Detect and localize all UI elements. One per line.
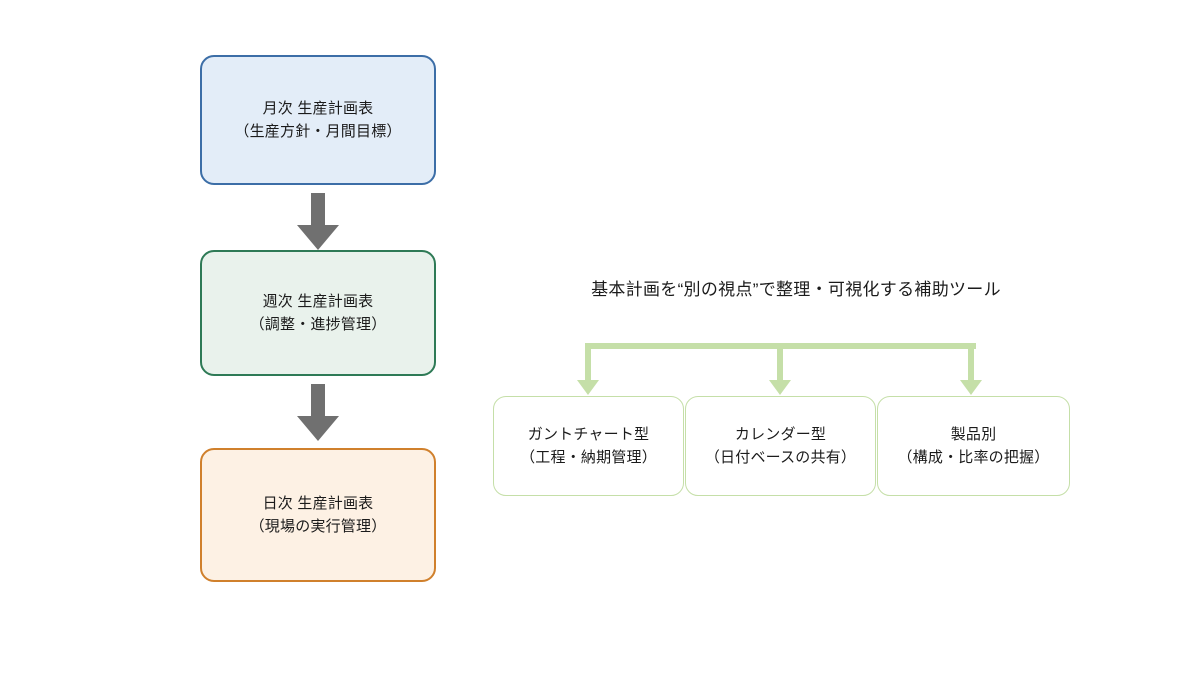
node-aux-by-product[interactable]: 製品別 （構成・比率の把握） <box>877 396 1070 496</box>
node-aux-calendar[interactable]: カレンダー型 （日付ベースの共有） <box>685 396 876 496</box>
bracket-connector-auxiliary <box>560 335 1000 405</box>
node-monthly-production-plan[interactable]: 月次 生産計画表 （生産方針・月間目標） <box>200 55 436 185</box>
node-aux-by-product-line1: 製品別 <box>950 425 997 443</box>
flow-arrow-monthly-to-weekly <box>296 193 340 251</box>
node-monthly-line2: （生産方針・月間目標） <box>234 123 402 140</box>
flow-arrow-weekly-to-daily <box>296 384 340 442</box>
node-daily-production-plan[interactable]: 日次 生産計画表 （現場の実行管理） <box>200 448 436 582</box>
node-daily-line1: 日次 生産計画表 <box>262 494 374 512</box>
node-weekly-line1: 週次 生産計画表 <box>262 292 374 310</box>
node-weekly-production-plan[interactable]: 週次 生産計画表 （調整・進捗管理） <box>200 250 436 376</box>
node-monthly-line1: 月次 生産計画表 <box>262 99 374 117</box>
node-daily-line2: （現場の実行管理） <box>249 518 387 535</box>
node-aux-calendar-line2: （日付ベースの共有） <box>704 449 857 466</box>
auxiliary-tools-heading: 基本計画を“別の視点”で整理・可視化する補助ツール <box>591 280 1001 299</box>
node-aux-gantt-line2: （工程・納期管理） <box>520 449 657 466</box>
node-aux-by-product-line2: （構成・比率の把握） <box>897 449 1050 466</box>
node-aux-calendar-line1: カレンダー型 <box>734 425 827 443</box>
node-weekly-line2: （調整・進捗管理） <box>249 316 387 333</box>
node-aux-gantt-line1: ガントチャート型 <box>527 425 650 443</box>
node-aux-gantt[interactable]: ガントチャート型 （工程・納期管理） <box>493 396 684 496</box>
